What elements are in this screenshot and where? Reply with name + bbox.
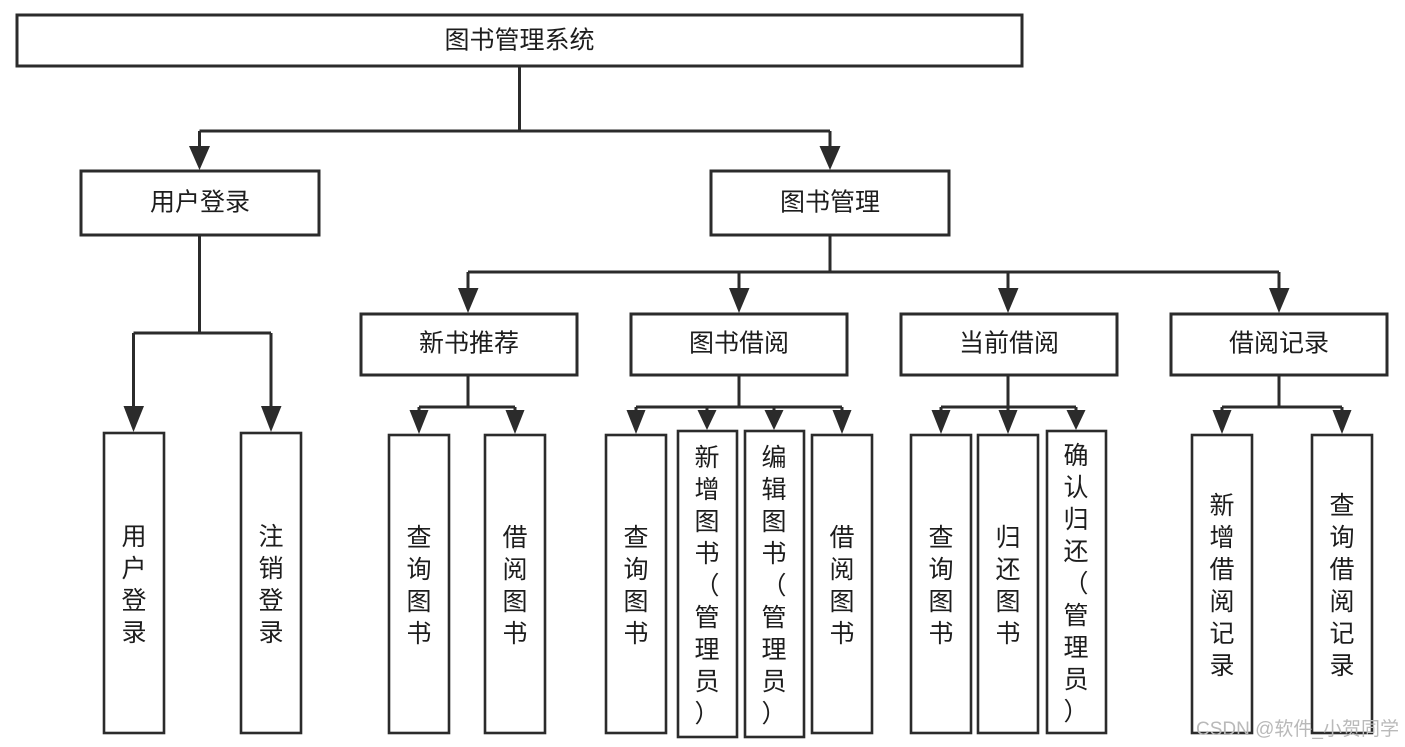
node-user-login-label: 用户登录 [150, 189, 250, 217]
node-leaf-edit-book-label: 编辑图书（管理员） [761, 444, 786, 728]
arrow-head-leaf-query-record [1332, 410, 1352, 434]
node-borrow-record-box [1169, 312, 1389, 377]
node-leaf-return-book-box [976, 433, 1040, 735]
node-current-borrow-box [899, 312, 1119, 377]
node-book-borrow-box [629, 312, 849, 377]
node-leaf-borrow-book-1-label: 借阅图书 [502, 524, 527, 648]
node-user-login[interactable]: 用户登录 [79, 169, 321, 237]
node-leaf-query-record-label: 查询借阅记录 [1329, 492, 1354, 680]
node-leaf-query-book-3-box [909, 433, 973, 735]
node-new-book-recommend[interactable]: 新书推荐 [359, 312, 579, 377]
arrow-head-leaf-return-book [998, 410, 1018, 434]
node-leaf-query-book-2[interactable]: 查询图书 [604, 433, 668, 735]
arrow-head-borrow-record [1269, 288, 1290, 313]
arrow-head-user-login [189, 146, 210, 170]
node-leaf-user-login-box [102, 431, 166, 735]
node-leaf-query-book-1-box [387, 433, 451, 735]
node-borrow-record[interactable]: 借阅记录 [1169, 312, 1389, 377]
connector-layer [123, 66, 1352, 434]
node-leaf-confirm-return-box [1045, 429, 1108, 735]
node-leaf-add-record[interactable]: 新增借阅记录 [1190, 433, 1254, 735]
node-book-borrow-label: 图书借阅 [689, 330, 789, 358]
arrow-head-leaf-edit-book [764, 410, 784, 430]
node-leaf-query-record[interactable]: 查询借阅记录 [1310, 433, 1374, 735]
node-leaf-query-book-1[interactable]: 查询图书 [387, 433, 451, 735]
node-leaf-add-book-label: 新增图书（管理员） [694, 444, 719, 728]
arrow-head-leaf-query-book-3 [931, 410, 951, 434]
node-leaf-return-book[interactable]: 归还图书 [976, 433, 1040, 735]
node-root[interactable]: 图书管理系统 [15, 13, 1024, 68]
node-book-manage[interactable]: 图书管理 [709, 169, 951, 237]
arrow-head-current-borrow [998, 288, 1019, 313]
node-leaf-query-record-box [1310, 433, 1374, 735]
node-leaf-user-login[interactable]: 用户登录 [102, 431, 166, 735]
node-leaf-borrow-book-2-box [810, 433, 874, 735]
node-leaf-borrow-book-1-box [483, 433, 547, 735]
arrow-head-book-borrow [729, 288, 750, 313]
node-leaf-borrow-book-1[interactable]: 借阅图书 [483, 433, 547, 735]
node-leaf-logout[interactable]: 注销登录 [239, 431, 303, 735]
arrow-head-leaf-confirm-return [1066, 410, 1086, 430]
arrow-head-leaf-query-book-1 [409, 410, 429, 434]
node-leaf-return-book-label: 归还图书 [995, 524, 1020, 648]
node-leaf-user-login-label: 用户登录 [121, 523, 146, 647]
arrow-head-leaf-borrow-book-2 [832, 410, 852, 434]
node-leaf-borrow-book-2[interactable]: 借阅图书 [810, 433, 874, 735]
node-new-book-recommend-box [359, 312, 579, 377]
arrow-head-leaf-add-book [697, 410, 717, 430]
node-leaf-edit-book[interactable]: 编辑图书（管理员） [743, 429, 806, 739]
node-leaf-query-book-3[interactable]: 查询图书 [909, 433, 973, 735]
node-leaf-confirm-return-label: 确认归还（管理员） [1063, 442, 1088, 726]
arrow-head-leaf-borrow-book-1 [505, 410, 525, 434]
node-leaf-add-book-box [676, 429, 739, 739]
node-leaf-add-record-label: 新增借阅记录 [1209, 492, 1234, 680]
node-leaf-query-book-2-label: 查询图书 [623, 524, 648, 648]
watermark-label: CSDN @软件_小贺同学 [1196, 718, 1399, 740]
node-book-borrow[interactable]: 图书借阅 [629, 312, 849, 377]
arrow-head-book-manage [819, 146, 841, 170]
arrow-head-leaf-query-book-2 [626, 410, 646, 434]
node-leaf-logout-box [239, 431, 303, 735]
node-leaf-add-record-box [1190, 433, 1254, 735]
node-leaf-confirm-return[interactable]: 确认归还（管理员） [1045, 429, 1108, 735]
node-leaf-query-book-1-label: 查询图书 [406, 524, 431, 648]
node-leaf-add-book[interactable]: 新增图书（管理员） [676, 429, 739, 739]
node-leaf-query-book-2-box [604, 433, 668, 735]
node-borrow-record-label: 借阅记录 [1229, 330, 1329, 358]
node-root-label: 图书管理系统 [444, 27, 594, 55]
arrow-head-leaf-user-login [123, 406, 144, 432]
arrow-head-leaf-add-record [1212, 410, 1232, 434]
node-root-box [15, 13, 1024, 68]
node-current-borrow[interactable]: 当前借阅 [899, 312, 1119, 377]
arrow-head-new-book-recommend [458, 288, 479, 313]
node-book-manage-label: 图书管理 [780, 189, 880, 217]
node-leaf-borrow-book-2-label: 借阅图书 [829, 524, 854, 648]
node-leaf-edit-book-box [743, 429, 806, 739]
arrow-head-leaf-logout [261, 406, 282, 432]
node-user-login-box [79, 169, 321, 237]
node-leaf-query-book-3-label: 查询图书 [928, 524, 953, 648]
node-new-book-recommend-label: 新书推荐 [419, 330, 519, 358]
node-book-manage-box [709, 169, 951, 237]
node-leaf-logout-label: 注销登录 [258, 523, 283, 647]
node-current-borrow-label: 当前借阅 [959, 330, 1059, 358]
